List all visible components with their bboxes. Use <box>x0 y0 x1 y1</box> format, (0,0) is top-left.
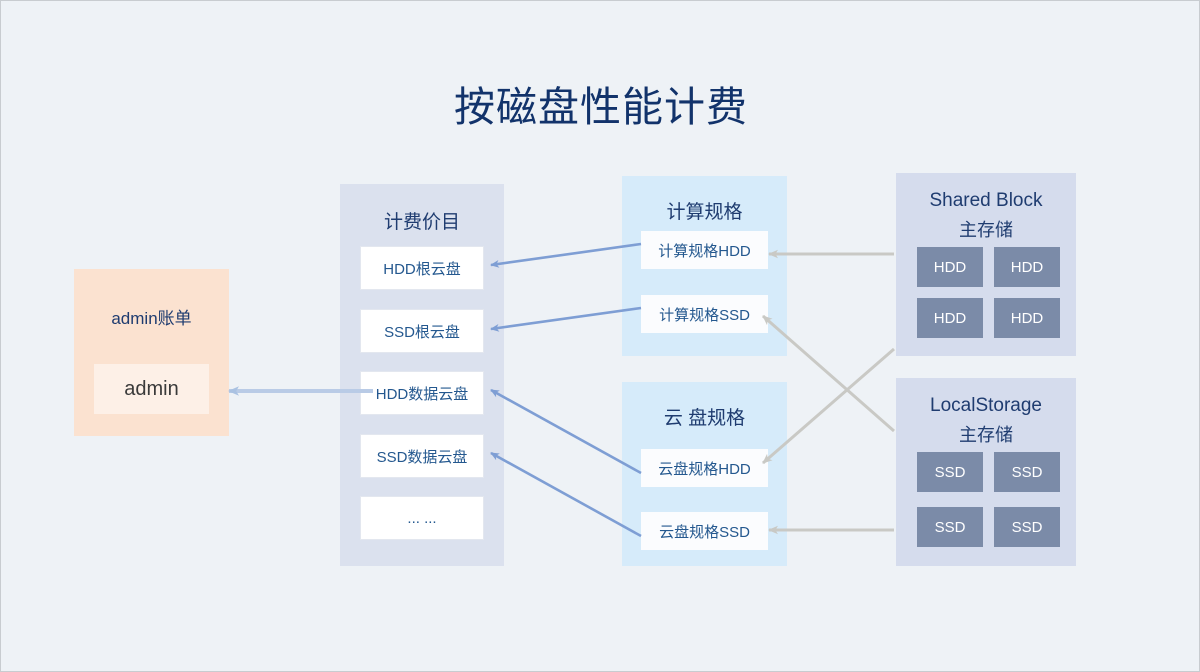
local-storage-disk-tile[interactable]: SSD <box>917 452 983 492</box>
local-storage-disk-tile[interactable]: SSD <box>917 507 983 547</box>
billing-item-hdd-root[interactable]: HDD根云盘 <box>360 246 484 290</box>
admin-bill-title: admin账单 <box>111 309 192 328</box>
local-storage-panel[interactable]: LocalStorage 主存储 SSD SSD SSD SSD <box>896 378 1076 566</box>
local-storage-disk-tile[interactable]: SSD <box>994 507 1060 547</box>
shared-block-disk-tile[interactable]: HDD <box>917 247 983 287</box>
disk-spec-ssd[interactable]: 云盘规格SSD <box>641 512 768 550</box>
admin-account-box[interactable]: admin <box>94 364 209 414</box>
billing-items-title: 计费价目 <box>383 212 460 233</box>
shared-block-disk-tile[interactable]: HDD <box>994 247 1060 287</box>
admin-bill-panel[interactable]: admin账单 admin <box>74 269 229 436</box>
shared-block-storage-panel[interactable]: Shared Block 主存储 HDD HDD HDD HDD <box>896 173 1076 356</box>
shared-block-title: Shared Block <box>929 190 1043 211</box>
connector-computehdd-to-hddroot <box>490 242 642 268</box>
billing-item-hdd-data[interactable]: HDD数据云盘 <box>360 371 484 415</box>
connector-diskssd-to-ssddata <box>490 451 642 538</box>
shared-block-disk-tile[interactable]: HDD <box>994 298 1060 338</box>
compute-spec-ssd[interactable]: 计算规格SSD <box>641 295 768 333</box>
billing-items-panel[interactable]: 计费价目 HDD根云盘 SSD根云盘 HDD数据云盘 SSD数据云盘 ... .… <box>340 184 504 566</box>
billing-item-ssd-data[interactable]: SSD数据云盘 <box>360 434 484 478</box>
page-title: 按磁盘性能计费 <box>454 84 748 130</box>
shared-block-subtitle: 主存储 <box>959 220 1013 240</box>
connector-diskhdd-to-hdddata <box>490 388 642 475</box>
compute-spec-title: 计算规格 <box>666 202 743 223</box>
compute-spec-hdd[interactable]: 计算规格HDD <box>641 231 768 269</box>
shared-block-disk-tile[interactable]: HDD <box>917 298 983 338</box>
disk-spec-title: 云 盘规格 <box>663 408 746 429</box>
disk-spec-panel[interactable]: 云 盘规格 云盘规格HDD 云盘规格SSD <box>622 382 787 566</box>
local-storage-subtitle: 主存储 <box>959 425 1013 445</box>
local-storage-disk-tile[interactable]: SSD <box>994 452 1060 492</box>
billing-item-ssd-root[interactable]: SSD根云盘 <box>360 309 484 353</box>
billing-item-more[interactable]: ... ... <box>360 496 484 540</box>
compute-spec-panel[interactable]: 计算规格 计算规格HDD 计算规格SSD <box>622 176 787 356</box>
disk-spec-hdd[interactable]: 云盘规格HDD <box>641 449 768 487</box>
connector-computessd-to-ssdroot <box>490 306 642 332</box>
local-storage-title: LocalStorage <box>930 395 1042 416</box>
